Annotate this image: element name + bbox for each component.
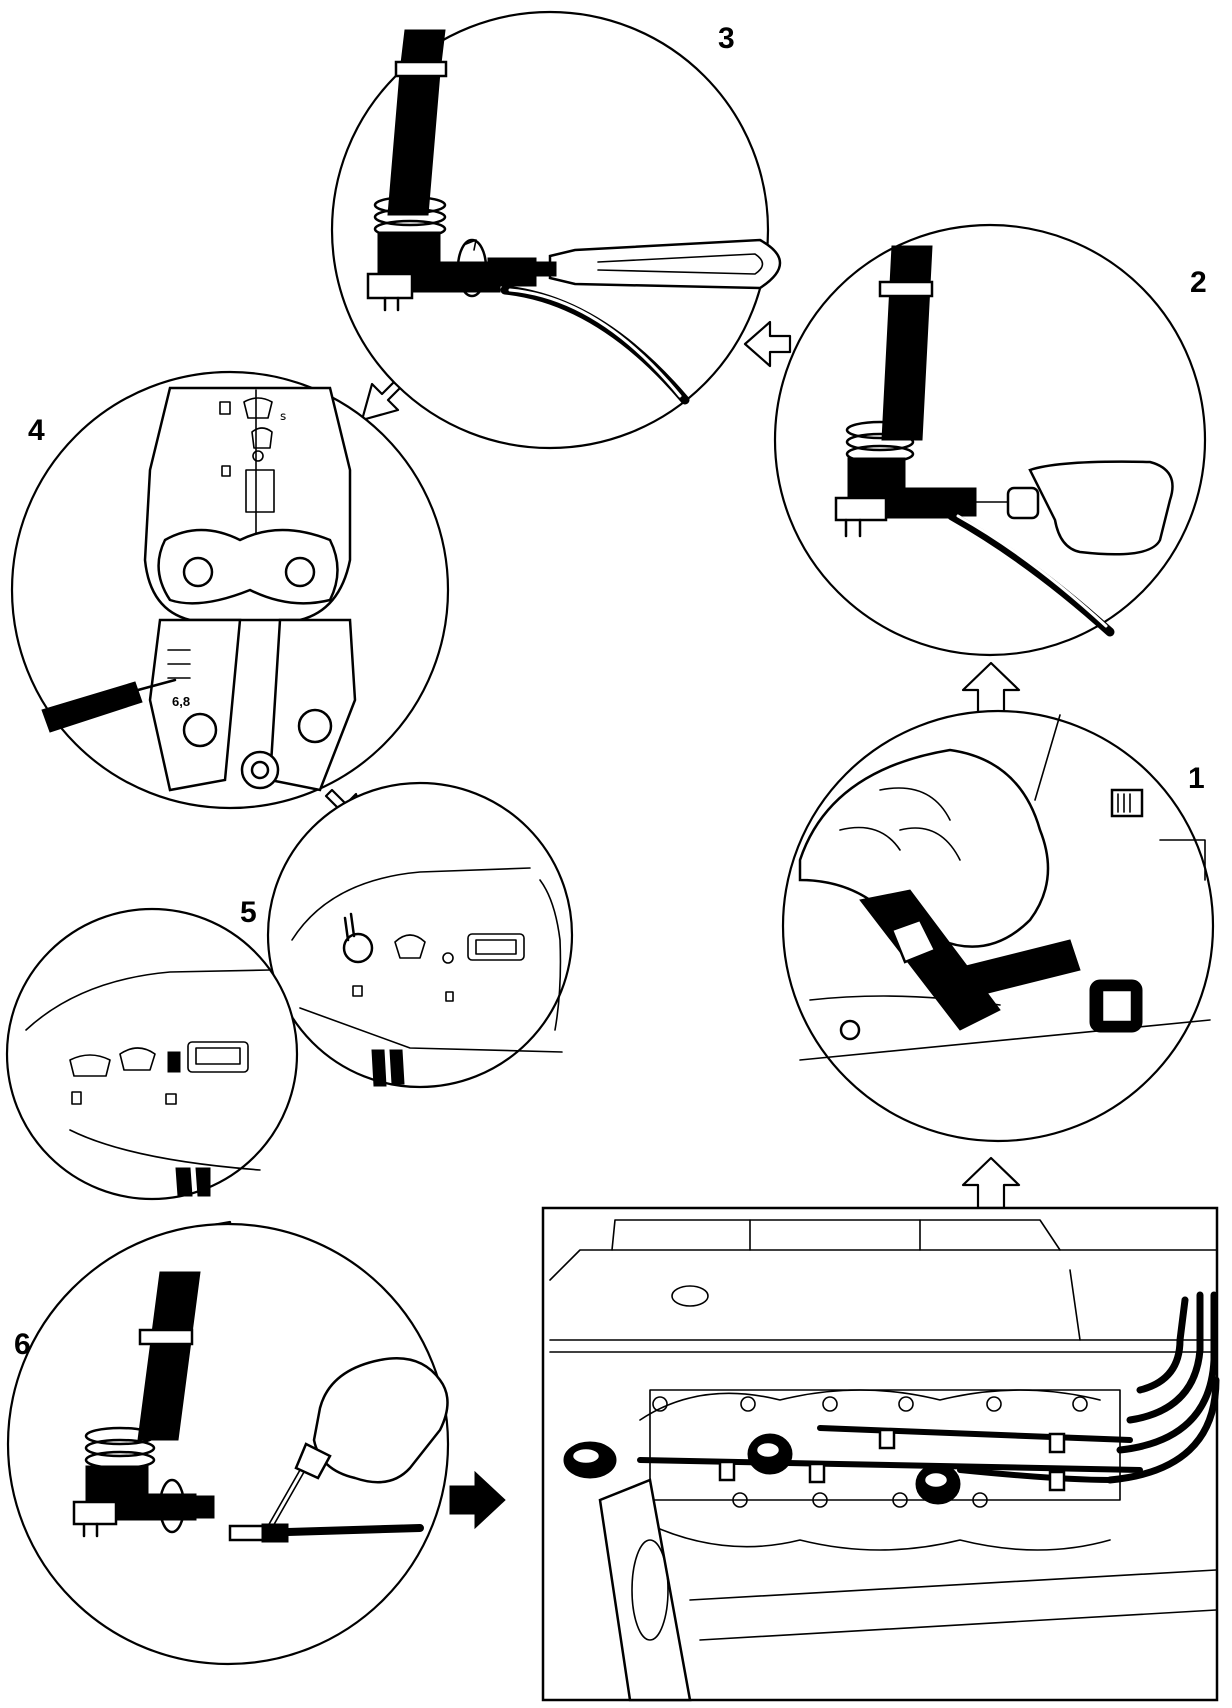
final-arrow-icon [449,1470,506,1530]
step-6-detail: 6 [6,1222,450,1666]
step-2-detail: 2 [773,223,1207,657]
step-2-label: 2 [1190,266,1207,299]
crimper-size-label: 6,8 [172,694,190,709]
rotate-icon [456,238,488,298]
step-5-detail: 5 [5,781,574,1201]
engine-overview [541,1206,1220,1702]
terminal-icon [165,1093,177,1105]
terminal-icon [445,991,454,1002]
step-4-detail: ꜱ 6,8 4 [10,370,450,810]
step-arrow-icon [961,661,1021,714]
step-4-label: 4 [28,414,45,447]
step-6-label: 6 [14,1328,31,1361]
step-1-label: 1 [1188,762,1205,795]
tube-icon [312,1356,449,1484]
step-arrow-icon [360,378,404,422]
terminal-icon [219,401,231,415]
step-arrow-icon [743,320,792,368]
terminal-icon [71,1091,82,1105]
step-3-detail: 3 [330,10,782,450]
rotate-icon [158,1478,186,1534]
terminal-icon [352,985,363,997]
step-3-label: 3 [718,22,735,55]
step-1-detail: 1 [781,709,1215,1143]
step-arrow-icon [961,1156,1021,1210]
svg-text:ꜱ: ꜱ [280,409,286,423]
terminal-icon [221,465,231,477]
step-5-label: 5 [240,896,257,929]
